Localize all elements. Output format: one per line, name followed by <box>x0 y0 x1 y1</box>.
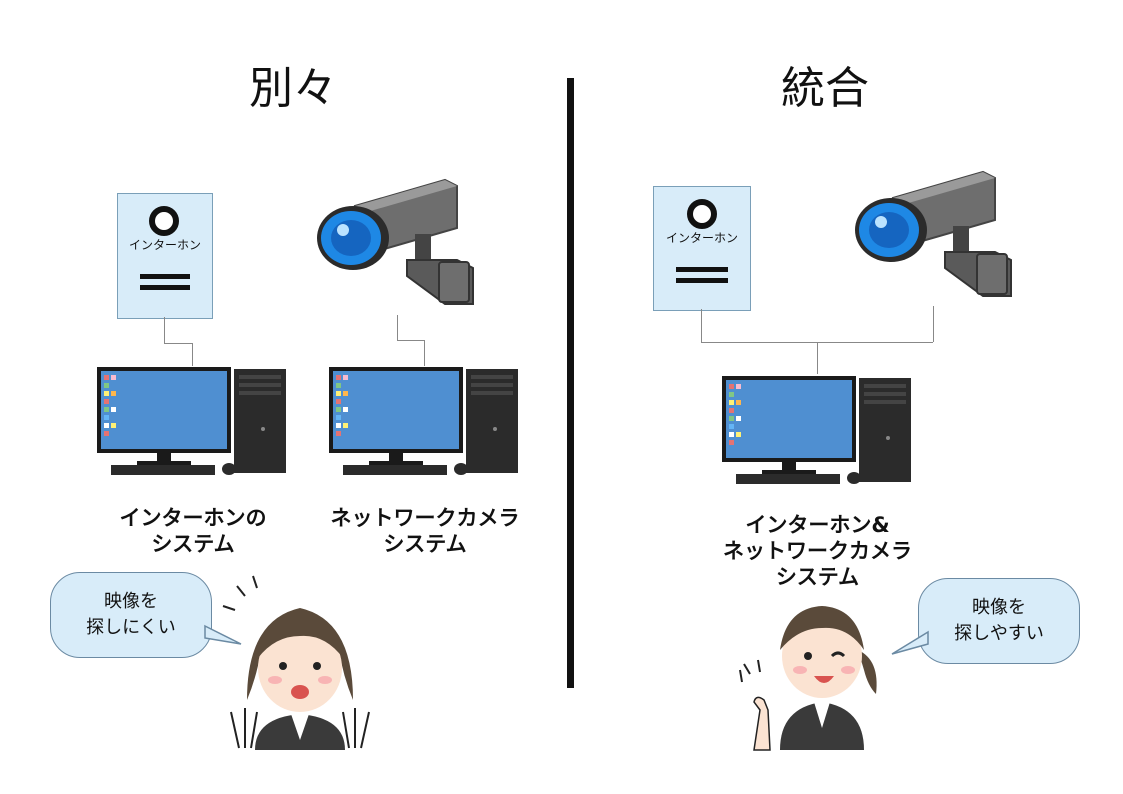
speech-bubble-tail <box>204 624 242 645</box>
caption-camera-system: ネットワークカメラ システム <box>325 505 525 557</box>
caption-line: インターホンの <box>119 506 267 530</box>
caption-line: ネットワークカメラ <box>723 539 912 563</box>
intercom-label: インターホン <box>128 238 201 252</box>
intercom-icon: インターホン <box>117 193 213 319</box>
intercom-speaker-bar <box>676 267 728 272</box>
caption-line: インターホン& <box>745 513 890 537</box>
connector-line <box>164 343 192 344</box>
speech-line: 映像を <box>971 597 1026 618</box>
desktop-pc-icon <box>329 367 518 475</box>
speech-line: 探しにくい <box>86 617 176 638</box>
connector-line <box>397 340 424 341</box>
intercom-speaker-bar <box>140 274 190 279</box>
caption-line: システム <box>383 532 467 556</box>
heading-integrated: 統合 <box>781 63 869 114</box>
caption-line: システム <box>775 565 860 589</box>
connector-line <box>424 340 425 366</box>
caption-intercom-system: インターホンの システム <box>98 505 288 557</box>
speech-line: 探しやすい <box>954 623 1044 644</box>
divider-line <box>567 78 574 688</box>
intercom-speaker-bar <box>676 278 728 283</box>
speech-bubble-tail <box>891 630 929 655</box>
connector-line <box>933 306 934 342</box>
security-camera-icon <box>317 178 474 305</box>
intercom-camera-ring <box>687 199 717 229</box>
caption-line: ネットワークカメラ <box>330 506 520 530</box>
connector-line <box>192 343 193 366</box>
connector-line <box>701 309 702 342</box>
connector-line <box>817 342 818 374</box>
desktop-pc-icon <box>722 376 911 484</box>
intercom-icon: インターホン <box>653 186 751 311</box>
woman-happy-icon <box>739 606 877 751</box>
intercom-speaker-bar <box>140 285 190 290</box>
speech-bubble-easy: 映像を 探しやすい <box>918 578 1080 664</box>
connector-line <box>164 317 165 343</box>
caption-integrated-system: インターホン& ネットワークカメラ システム <box>715 512 920 590</box>
intercom-camera-ring <box>149 206 179 236</box>
speech-bubble-hard: 映像を 探しにくい <box>50 572 212 658</box>
speech-line: 映像を <box>103 591 158 612</box>
desktop-pc-icon <box>97 367 286 475</box>
woman-worried-icon <box>222 575 370 750</box>
intercom-label: インターホン <box>665 231 738 245</box>
caption-line: システム <box>151 532 235 556</box>
connector-line <box>397 315 398 340</box>
security-camera-icon <box>855 170 1012 297</box>
heading-separate: 別々 <box>249 63 337 114</box>
